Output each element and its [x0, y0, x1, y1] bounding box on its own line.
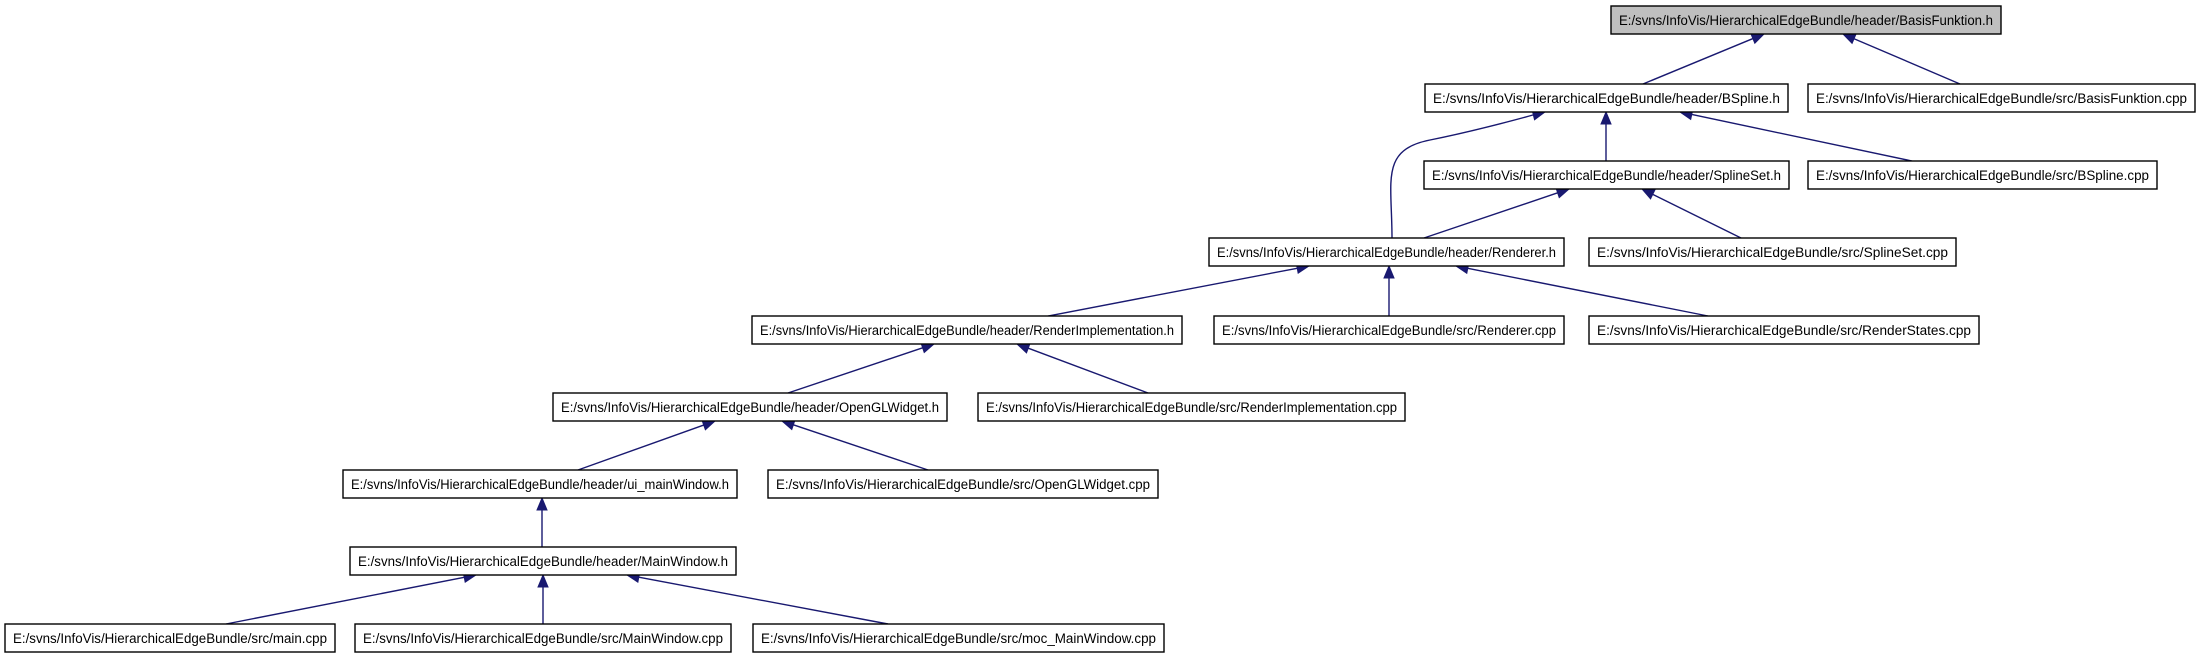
arrowhead	[1841, 33, 1857, 45]
edge-bspline_cpp-to-bspline_h	[1678, 108, 1913, 162]
node-label: E:/svns/InfoVis/HierarchicalEdgeBundle/h…	[1619, 13, 1993, 28]
node-label: E:/svns/InfoVis/HierarchicalEdgeBundle/s…	[1597, 245, 1948, 260]
edge-renderer_h-to-splineset_h	[1423, 187, 1571, 239]
node-label: E:/svns/InfoVis/HierarchicalEdgeBundle/s…	[1597, 323, 1971, 338]
node-bspline-cpp[interactable]: E:/svns/InfoVis/HierarchicalEdgeBundle/s…	[1807, 160, 2158, 190]
node-box	[1213, 315, 1565, 345]
edge-main_cpp-to-mainwindow_h	[225, 571, 478, 625]
edge-renderer_cpp-to-renderer_h	[1383, 264, 1395, 316]
node-label: E:/svns/InfoVis/HierarchicalEdgeBundle/h…	[760, 323, 1174, 338]
edge-renderstates_cpp-to-renderer_h	[1454, 262, 1709, 317]
edge-mainwindow_cpp-to-mainwindow_h	[537, 573, 549, 624]
edge-line	[787, 347, 923, 394]
node-label: E:/svns/InfoVis/HierarchicalEdgeBundle/h…	[351, 477, 729, 492]
node-label: E:/svns/InfoVis/HierarchicalEdgeBundle/h…	[561, 400, 939, 415]
node-label: E:/svns/InfoVis/HierarchicalEdgeBundle/s…	[761, 631, 1156, 646]
node-label: E:/svns/InfoVis/HierarchicalEdgeBundle/s…	[13, 631, 327, 646]
edge-line	[1691, 113, 1913, 162]
edge-openglwidget_cpp-to-openglwidget_h	[780, 419, 929, 471]
node-box	[349, 546, 737, 576]
node-splineset-h[interactable]: E:/svns/InfoVis/HierarchicalEdgeBundle/h…	[1423, 160, 1790, 190]
edge-moc_mainwindow_cpp-to-mainwindow_h	[625, 571, 889, 625]
edge-line	[1047, 267, 1298, 317]
node-box	[1588, 237, 1957, 267]
edge-splineset_h-to-bspline_h	[1600, 110, 1612, 161]
node-splineset-cpp[interactable]: E:/svns/InfoVis/HierarchicalEdgeBundle/s…	[1588, 237, 1957, 267]
node-renderimpl-cpp[interactable]: E:/svns/InfoVis/HierarchicalEdgeBundle/s…	[977, 392, 1406, 422]
node-label: E:/svns/InfoVis/HierarchicalEdgeBundle/h…	[358, 554, 728, 569]
node-label: E:/svns/InfoVis/HierarchicalEdgeBundle/s…	[363, 631, 723, 646]
edge-line	[1853, 38, 1961, 85]
node-mainwindow-cpp[interactable]: E:/svns/InfoVis/HierarchicalEdgeBundle/s…	[354, 623, 732, 653]
node-box	[342, 469, 738, 499]
edge-line	[1027, 347, 1149, 394]
edge-line	[1642, 37, 1754, 85]
node-renderer-h[interactable]: E:/svns/InfoVis/HierarchicalEdgeBundle/h…	[1208, 237, 1565, 267]
edge-renderimpl_cpp-to-renderimpl_h	[1015, 342, 1149, 394]
arrowhead	[701, 419, 717, 431]
edge-line	[577, 424, 704, 471]
node-box	[767, 469, 1159, 499]
node-label: E:/svns/InfoVis/HierarchicalEdgeBundle/s…	[776, 477, 1150, 492]
node-box	[1588, 315, 1980, 345]
node-basisfunktion-h: E:/svns/InfoVis/HierarchicalEdgeBundle/h…	[1610, 5, 2002, 35]
node-main-cpp[interactable]: E:/svns/InfoVis/HierarchicalEdgeBundle/s…	[4, 623, 336, 653]
node-box	[1424, 83, 1789, 113]
node-box	[552, 392, 948, 422]
node-mainwindow-h[interactable]: E:/svns/InfoVis/HierarchicalEdgeBundle/h…	[349, 546, 737, 576]
edge-renderimpl_h-to-renderer_h	[1047, 262, 1311, 317]
edge-line	[225, 576, 465, 625]
node-renderimpl-h[interactable]: E:/svns/InfoVis/HierarchicalEdgeBundle/h…	[751, 315, 1183, 345]
node-box	[751, 315, 1183, 345]
edge-line	[1390, 114, 1534, 239]
node-basisfunktion-cpp[interactable]: E:/svns/InfoVis/HierarchicalEdgeBundle/s…	[1807, 83, 2196, 113]
edge-openglwidget_h-to-renderimpl_h	[787, 342, 936, 394]
node-label: E:/svns/InfoVis/HierarchicalEdgeBundle/h…	[1433, 91, 1780, 106]
arrowhead	[1383, 264, 1395, 279]
node-label: E:/svns/InfoVis/HierarchicalEdgeBundle/s…	[986, 400, 1397, 415]
edge-splineset_cpp-to-splineset_h	[1640, 188, 1742, 239]
nodes-layer: E:/svns/InfoVis/HierarchicalEdgeBundle/h…	[4, 5, 2196, 653]
node-renderer-cpp[interactable]: E:/svns/InfoVis/HierarchicalEdgeBundle/s…	[1213, 315, 1565, 345]
node-box	[1610, 5, 2002, 35]
node-box	[1807, 160, 2158, 190]
edge-line	[1652, 193, 1742, 239]
arrowhead	[1015, 342, 1031, 354]
node-label: E:/svns/InfoVis/HierarchicalEdgeBundle/s…	[1816, 168, 2149, 183]
edge-line	[638, 576, 889, 625]
node-label: E:/svns/InfoVis/HierarchicalEdgeBundle/h…	[1217, 245, 1556, 260]
node-bspline-h[interactable]: E:/svns/InfoVis/HierarchicalEdgeBundle/h…	[1424, 83, 1789, 113]
edge-mainwindow_h-to-ui_mainwindow_h	[536, 496, 548, 547]
node-box	[977, 392, 1406, 422]
edge-line	[793, 424, 929, 471]
node-box	[1423, 160, 1790, 190]
node-label: E:/svns/InfoVis/HierarchicalEdgeBundle/s…	[1816, 91, 2187, 106]
edge-basisfunktion_cpp-to-basisfunktion_h	[1841, 33, 1961, 85]
node-box	[1807, 83, 2196, 113]
node-label: E:/svns/InfoVis/HierarchicalEdgeBundle/s…	[1222, 323, 1556, 338]
arrowhead	[1600, 110, 1612, 125]
edge-bspline_h-to-basisfunktion_h	[1642, 33, 1766, 85]
arrowhead	[1750, 33, 1766, 45]
node-box	[752, 623, 1165, 653]
node-box	[4, 623, 336, 653]
node-ui-mainwindow-h[interactable]: E:/svns/InfoVis/HierarchicalEdgeBundle/h…	[342, 469, 738, 499]
edge-ui_mainwindow_h-to-openglwidget_h	[577, 419, 717, 471]
node-openglwidget-h[interactable]: E:/svns/InfoVis/HierarchicalEdgeBundle/h…	[552, 392, 948, 422]
arrowhead	[536, 496, 548, 511]
node-moc-mainwindow-cpp[interactable]: E:/svns/InfoVis/HierarchicalEdgeBundle/s…	[752, 623, 1165, 653]
node-renderstates-cpp[interactable]: E:/svns/InfoVis/HierarchicalEdgeBundle/s…	[1588, 315, 1980, 345]
node-label: E:/svns/InfoVis/HierarchicalEdgeBundle/h…	[1432, 168, 1781, 183]
arrowhead	[537, 573, 549, 588]
arrowhead	[1640, 188, 1656, 200]
edge-line	[1423, 192, 1558, 239]
edge-line	[1467, 267, 1709, 317]
node-openglwidget-cpp[interactable]: E:/svns/InfoVis/HierarchicalEdgeBundle/s…	[767, 469, 1159, 499]
node-box	[1208, 237, 1565, 267]
node-box	[354, 623, 732, 653]
